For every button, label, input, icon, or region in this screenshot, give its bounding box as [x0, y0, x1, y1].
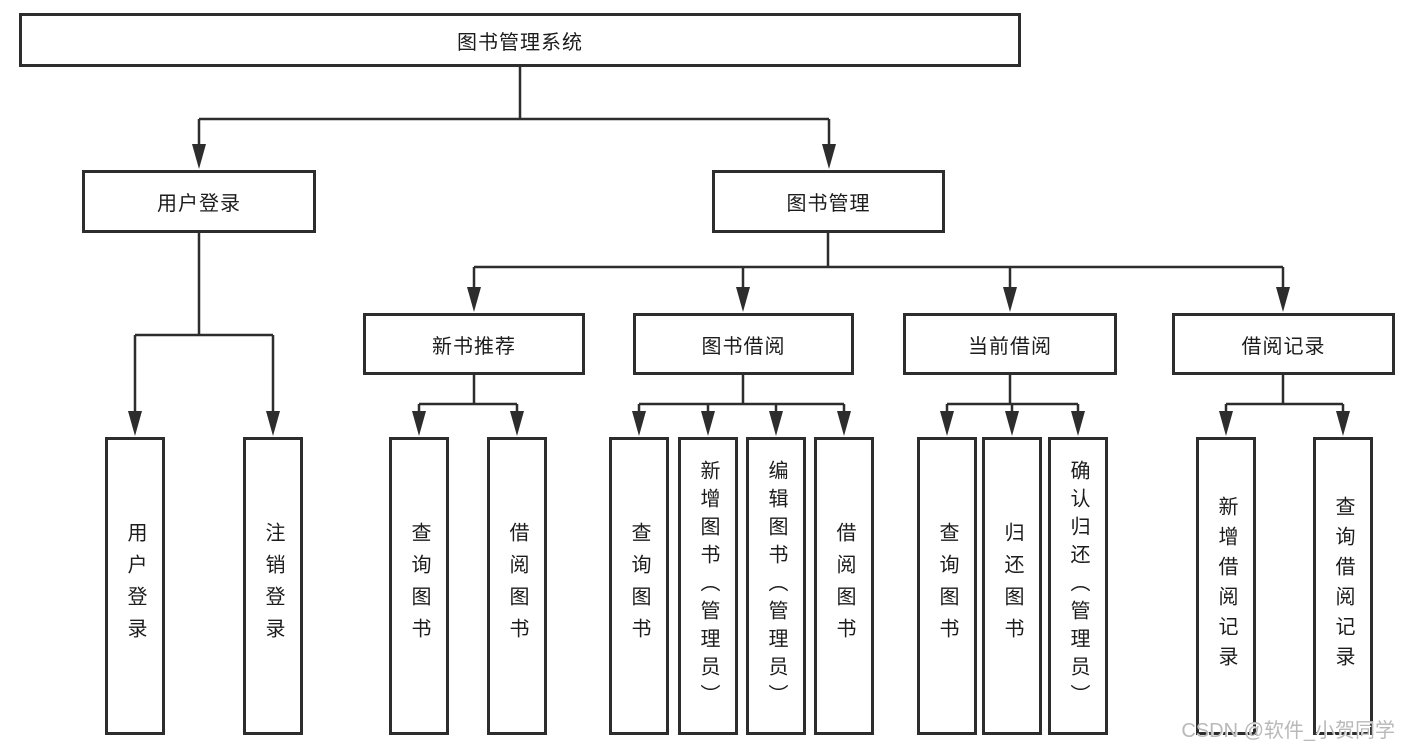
node-root-system-label: 图书管理系统 — [457, 31, 583, 54]
node-user-login-action: 用户登录 — [105, 437, 165, 735]
node-rec-borrow-books: 借阅图书 — [487, 437, 547, 735]
node-current-borrowing: 当前借阅 — [903, 313, 1117, 375]
node-new-book-recommend-label: 新书推荐 — [432, 335, 516, 358]
node-add-books-admin: 新增图书（管理员） — [678, 437, 738, 735]
node-current-borrowing-label: 当前借阅 — [968, 335, 1052, 358]
node-query-borrow-record-label: 查询借阅记录 — [1332, 496, 1354, 676]
csdn-watermark: CSDN @软件_小贺同学 — [1181, 720, 1395, 742]
node-new-book-recommend: 新书推荐 — [363, 313, 585, 375]
node-confirm-return-admin-label: 确认归还（管理员） — [1067, 460, 1089, 712]
node-root-system: 图书管理系统 — [19, 13, 1021, 67]
node-borrow-records: 借阅记录 — [1172, 313, 1395, 375]
node-borrow-books-action-label: 借阅图书 — [833, 522, 855, 650]
node-borrow-query-books: 查询图书 — [609, 437, 669, 735]
node-rec-query-books-label: 查询图书 — [408, 522, 430, 650]
node-logout-label: 注销登录 — [262, 522, 284, 650]
node-edit-books-admin: 编辑图书（管理员） — [746, 437, 806, 735]
connector-newrec-to-children — [417, 375, 519, 416]
node-add-books-admin-label: 新增图书（管理员） — [697, 460, 719, 712]
connector-userlogin-to-children — [133, 233, 275, 416]
node-book-borrowing: 图书借阅 — [633, 313, 854, 375]
node-book-management: 图书管理 — [712, 170, 945, 233]
connector-root-to-level2 — [197, 67, 831, 149]
connector-current-to-children — [945, 375, 1080, 416]
node-user-login-label: 用户登录 — [157, 193, 241, 215]
connector-records-to-children — [1224, 375, 1345, 416]
node-borrow-query-books-label: 查询图书 — [628, 522, 650, 650]
node-user-login: 用户登录 — [82, 170, 316, 233]
node-current-query-books-label: 查询图书 — [936, 522, 958, 650]
node-return-books: 归还图书 — [982, 437, 1042, 735]
node-rec-query-books: 查询图书 — [389, 437, 449, 735]
node-query-borrow-record: 查询借阅记录 — [1313, 437, 1373, 735]
node-borrow-books-action: 借阅图书 — [814, 437, 874, 735]
node-confirm-return-admin: 确认归还（管理员） — [1048, 437, 1108, 735]
connector-borrow-to-children — [637, 375, 846, 416]
node-edit-books-admin-label: 编辑图书（管理员） — [765, 460, 787, 712]
node-logout: 注销登录 — [243, 437, 303, 735]
node-borrow-records-label: 借阅记录 — [1241, 335, 1326, 358]
connector-bookmgmt-to-level3 — [472, 233, 1285, 292]
node-user-login-action-label: 用户登录 — [124, 522, 146, 650]
node-add-borrow-record: 新增借阅记录 — [1196, 437, 1256, 735]
node-return-books-label: 归还图书 — [1001, 522, 1023, 650]
node-current-query-books: 查询图书 — [917, 437, 977, 735]
node-book-borrowing-label: 图书借阅 — [701, 335, 786, 358]
node-rec-borrow-books-label: 借阅图书 — [506, 522, 528, 650]
node-add-borrow-record-label: 新增借阅记录 — [1215, 496, 1237, 676]
node-book-management-label: 图书管理 — [786, 193, 871, 215]
